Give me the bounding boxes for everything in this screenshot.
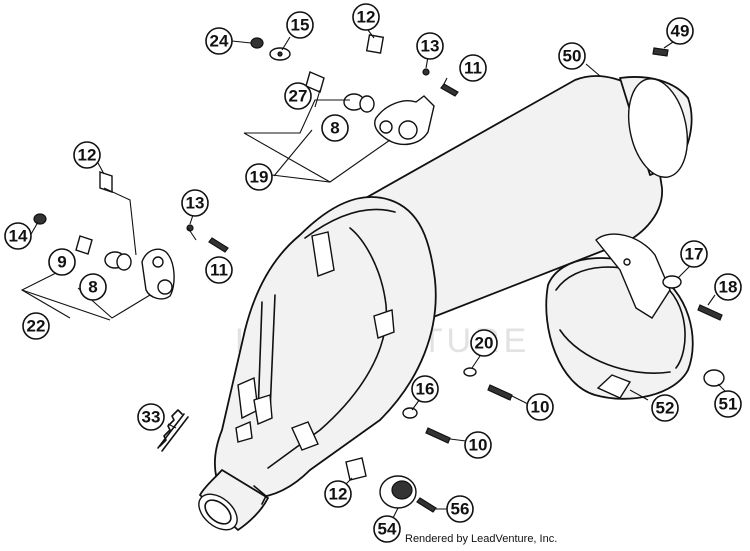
svg-text:22: 22 xyxy=(27,317,46,336)
render-credit: Rendered by LeadVenture, Inc. xyxy=(405,533,557,545)
callout-11: 11 xyxy=(205,256,233,284)
svg-text:13: 13 xyxy=(421,37,440,56)
svg-text:52: 52 xyxy=(656,399,675,418)
svg-text:27: 27 xyxy=(289,87,308,106)
svg-text:24: 24 xyxy=(210,32,229,51)
band-clamp xyxy=(545,233,694,400)
svg-text:50: 50 xyxy=(563,47,582,66)
svg-text:16: 16 xyxy=(416,380,435,399)
callout-12: 12 xyxy=(73,141,101,169)
leader-lines xyxy=(20,29,727,521)
callout-14: 14 xyxy=(4,222,32,250)
callout-9: 9 xyxy=(48,248,76,276)
left-bracket-parts xyxy=(33,171,229,300)
callout-56: 56 xyxy=(446,495,474,523)
callout-17: 17 xyxy=(680,240,708,268)
callout-51: 51 xyxy=(714,390,742,418)
svg-text:12: 12 xyxy=(329,485,348,504)
callout-13: 13 xyxy=(181,189,209,217)
svg-text:12: 12 xyxy=(78,146,97,165)
svg-text:15: 15 xyxy=(291,16,310,35)
callout-22: 22 xyxy=(22,312,50,340)
svg-text:54: 54 xyxy=(378,520,397,539)
callout-19: 19 xyxy=(245,163,273,191)
svg-text:11: 11 xyxy=(210,261,228,280)
callout-12: 12 xyxy=(352,3,380,31)
callout-13: 13 xyxy=(416,32,444,60)
svg-text:12: 12 xyxy=(357,8,376,27)
svg-text:13: 13 xyxy=(186,194,205,213)
callout-49: 49 xyxy=(666,17,694,45)
callout-50: 50 xyxy=(558,42,586,70)
svg-text:33: 33 xyxy=(142,408,161,427)
svg-text:10: 10 xyxy=(531,398,550,417)
callout-18: 18 xyxy=(714,273,742,301)
silencer-body xyxy=(198,75,693,531)
svg-text:20: 20 xyxy=(475,334,494,353)
svg-text:9: 9 xyxy=(57,253,66,272)
callout-10: 10 xyxy=(526,393,554,421)
callout-15: 15 xyxy=(286,11,314,39)
svg-text:49: 49 xyxy=(671,22,690,41)
callout-11: 11 xyxy=(459,54,487,82)
callout-8: 8 xyxy=(79,273,107,301)
svg-text:56: 56 xyxy=(451,500,470,519)
callout-33: 33 xyxy=(137,403,165,431)
svg-text:17: 17 xyxy=(685,245,704,264)
upper-bracket-parts xyxy=(250,34,669,146)
callout-8: 8 xyxy=(321,114,349,142)
svg-text:10: 10 xyxy=(469,436,488,455)
svg-text:51: 51 xyxy=(719,395,738,414)
lower-small-parts xyxy=(157,275,725,513)
callout-27: 27 xyxy=(284,82,312,110)
svg-text:19: 19 xyxy=(250,168,269,187)
callout-52: 52 xyxy=(651,394,679,422)
callout-16: 16 xyxy=(411,375,439,403)
svg-text:8: 8 xyxy=(88,278,97,297)
svg-text:11: 11 xyxy=(464,59,482,78)
callout-20: 20 xyxy=(470,329,498,357)
svg-text:18: 18 xyxy=(719,278,738,297)
callout-54: 54 xyxy=(373,515,401,543)
svg-text:8: 8 xyxy=(330,119,339,138)
callout-12: 12 xyxy=(324,480,352,508)
svg-text:14: 14 xyxy=(9,227,28,246)
callout-24: 24 xyxy=(205,27,233,55)
callout-10: 10 xyxy=(464,431,492,459)
